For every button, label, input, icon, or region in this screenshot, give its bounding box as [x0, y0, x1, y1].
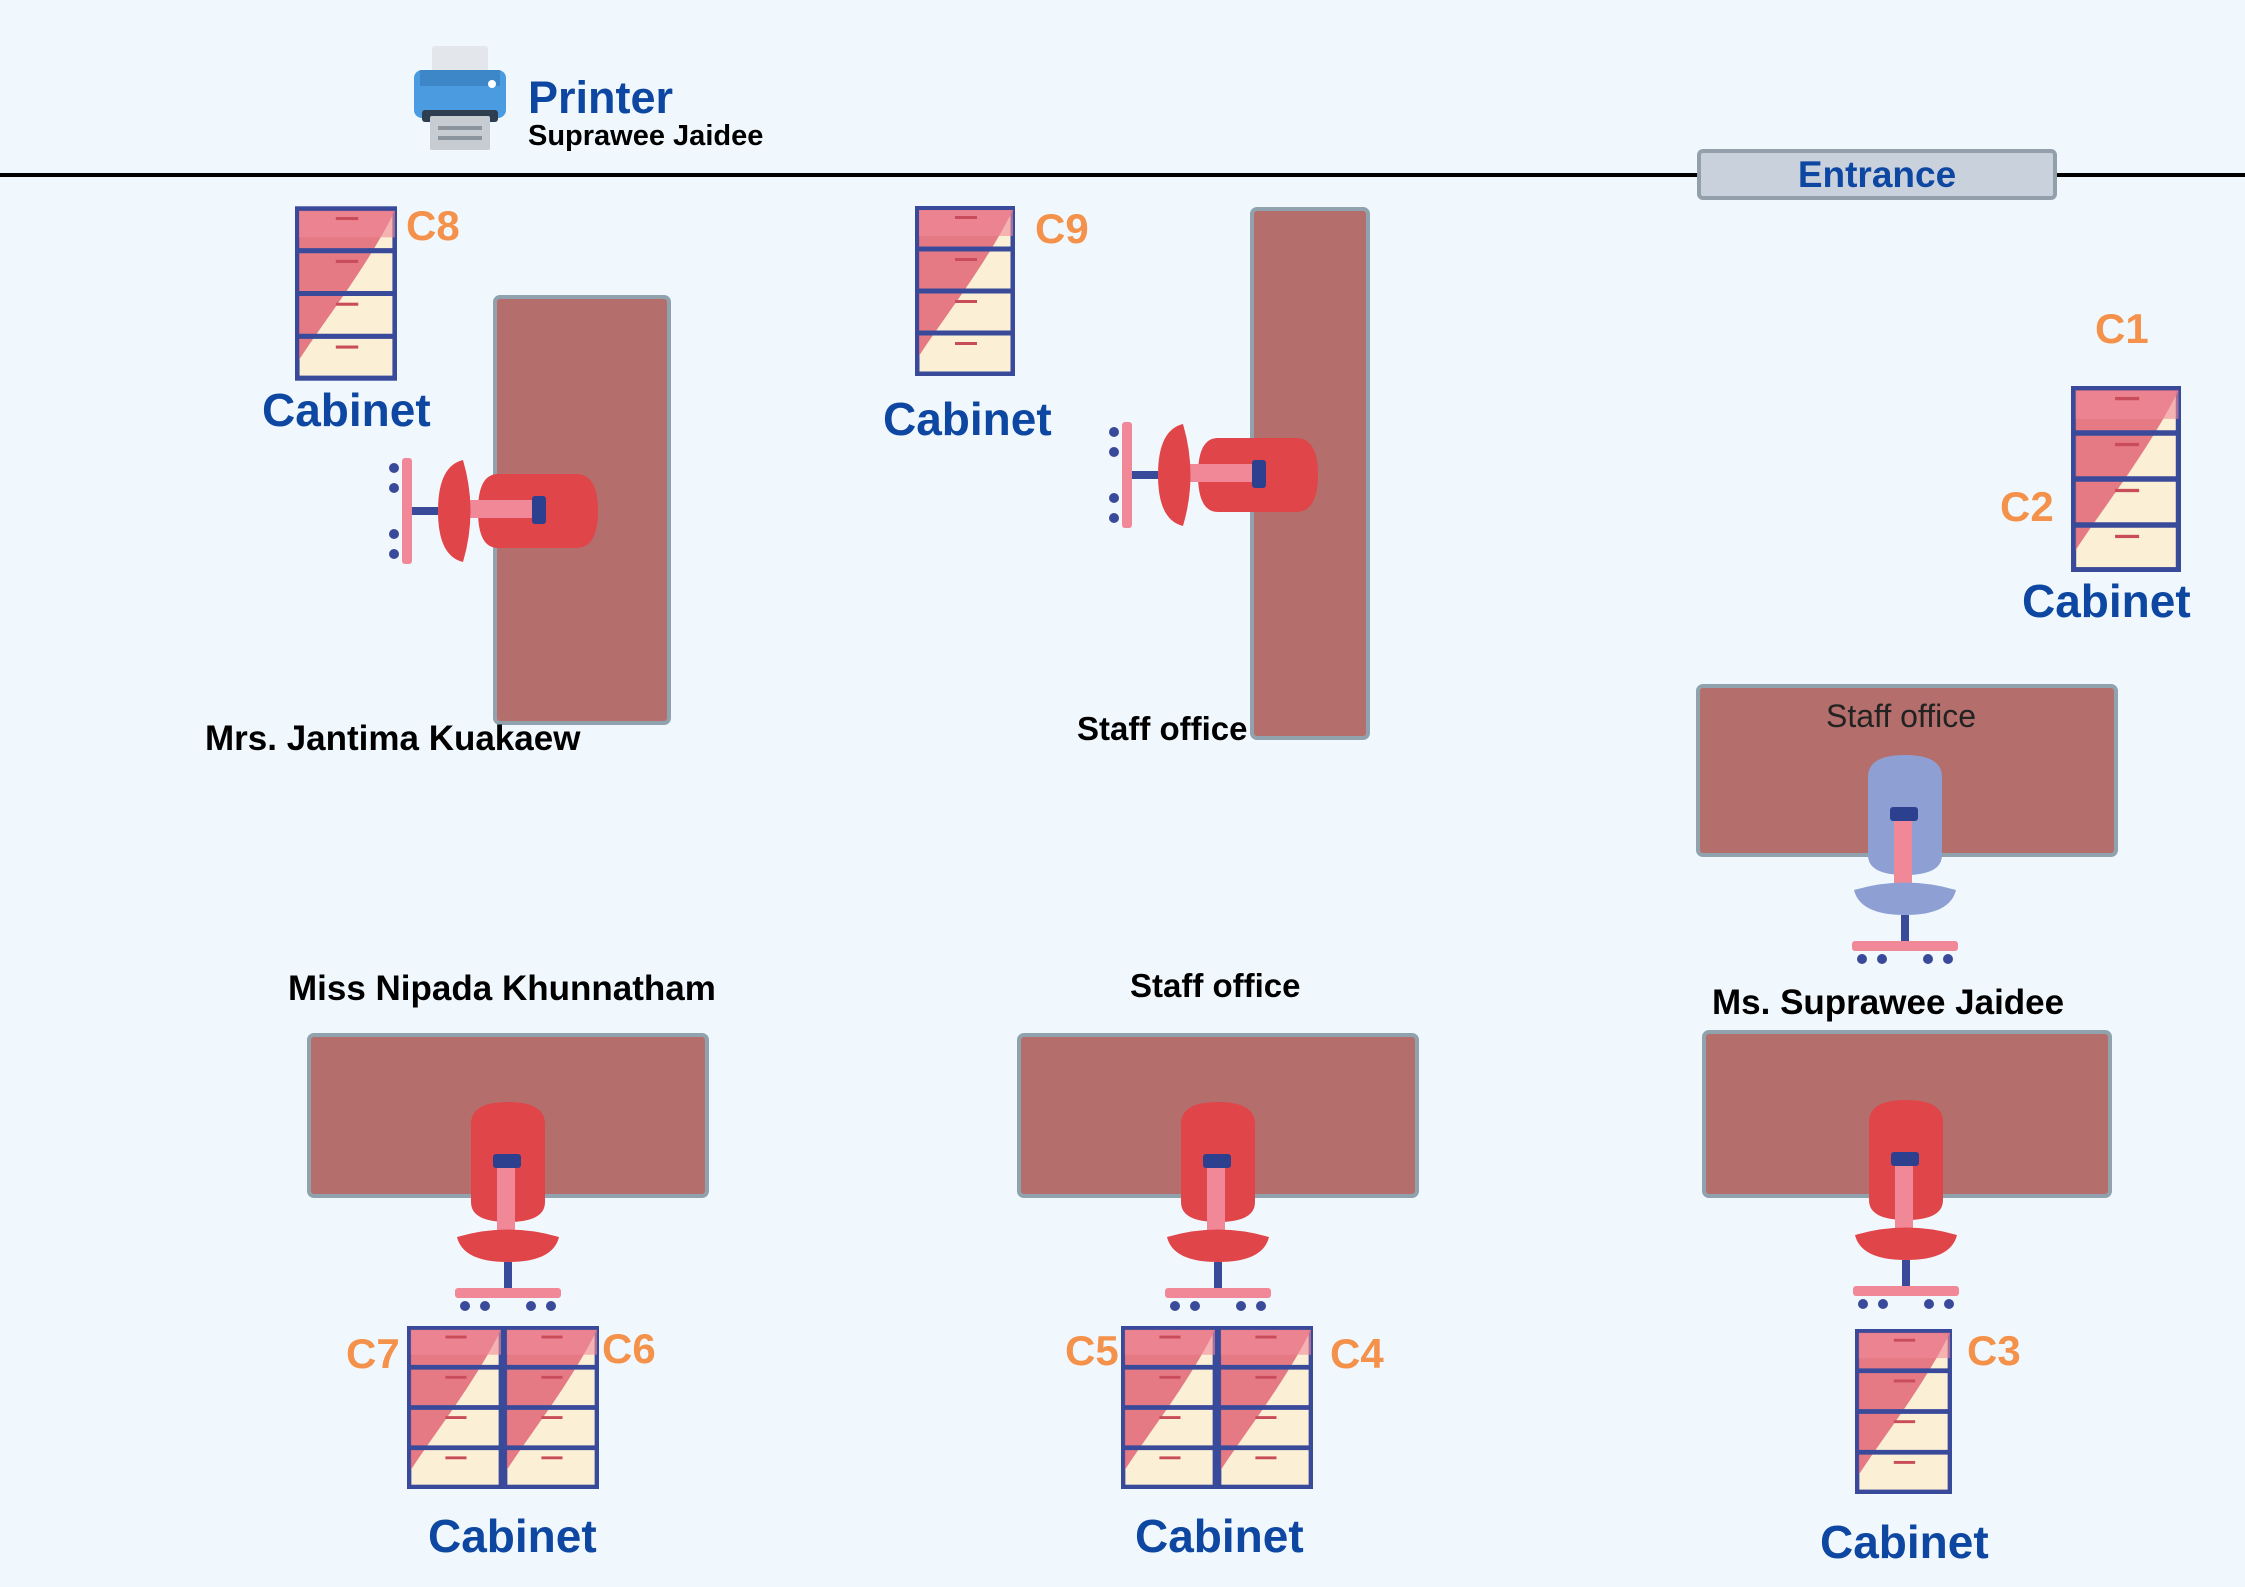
desk-label-staff-office-3: Staff office	[1130, 967, 1301, 1004]
chair-icon	[1165, 1102, 1271, 1311]
desk-label-staff-office-1: Staff office	[1077, 710, 1248, 747]
desk-label-staff-office-2: Staff office	[1826, 698, 1977, 734]
chair-icon	[389, 458, 598, 564]
cabinet-c6[interactable]	[503, 1326, 599, 1489]
cabinet-c9[interactable]	[915, 206, 1015, 376]
cabinet-code-c8: C8	[406, 202, 460, 249]
cabinet-code-c5: C5	[1065, 1327, 1119, 1374]
cabinet-label: Cabinet	[1135, 1510, 1304, 1562]
chair-icon	[1853, 1100, 1959, 1309]
cabinet-code-c1: C1	[2095, 305, 2149, 352]
cabinet-c3[interactable]	[1855, 1329, 1952, 1494]
cabinet-label: Cabinet	[428, 1510, 597, 1562]
cabinet-c5[interactable]	[1121, 1326, 1217, 1489]
cabinet-c4[interactable]	[1217, 1326, 1313, 1489]
cabinet-label: Cabinet	[262, 384, 431, 436]
wall-line	[0, 173, 2245, 177]
cabinet-c8[interactable]	[295, 206, 397, 381]
chair-icon	[455, 1102, 561, 1311]
cabinet-code-c3: C3	[1967, 1327, 2021, 1374]
cabinet-code-c6: C6	[602, 1325, 656, 1372]
cabinet-code-c9: C9	[1035, 205, 1089, 252]
person-name-nipada: Miss Nipada Khunnatham	[288, 969, 716, 1008]
entrance-door[interactable]: Entrance	[1697, 149, 2057, 200]
cabinet-code-c4: C4	[1330, 1330, 1384, 1377]
cabinet-code-c7: C7	[346, 1330, 400, 1377]
printer-owner: Suprawee Jaidee	[528, 120, 764, 152]
person-name-suprawee: Ms. Suprawee Jaidee	[1712, 983, 2065, 1022]
cabinet-c1-c2[interactable]	[2071, 386, 2181, 572]
cabinet-label: Cabinet	[883, 393, 1052, 445]
cabinet-label: Cabinet	[1820, 1516, 1989, 1568]
chair-icon	[1109, 422, 1318, 528]
printer-title: Printer	[528, 72, 674, 123]
person-name-jantima: Mrs. Jantima Kuakaew	[205, 719, 581, 758]
cabinet-c7[interactable]	[407, 1326, 503, 1489]
cabinet-code-c2: C2	[2000, 483, 2054, 530]
entrance-label: Entrance	[1797, 153, 1957, 195]
cabinet-label: Cabinet	[2022, 575, 2191, 627]
printer-icon	[414, 46, 506, 150]
chair-icon	[1852, 755, 1958, 964]
